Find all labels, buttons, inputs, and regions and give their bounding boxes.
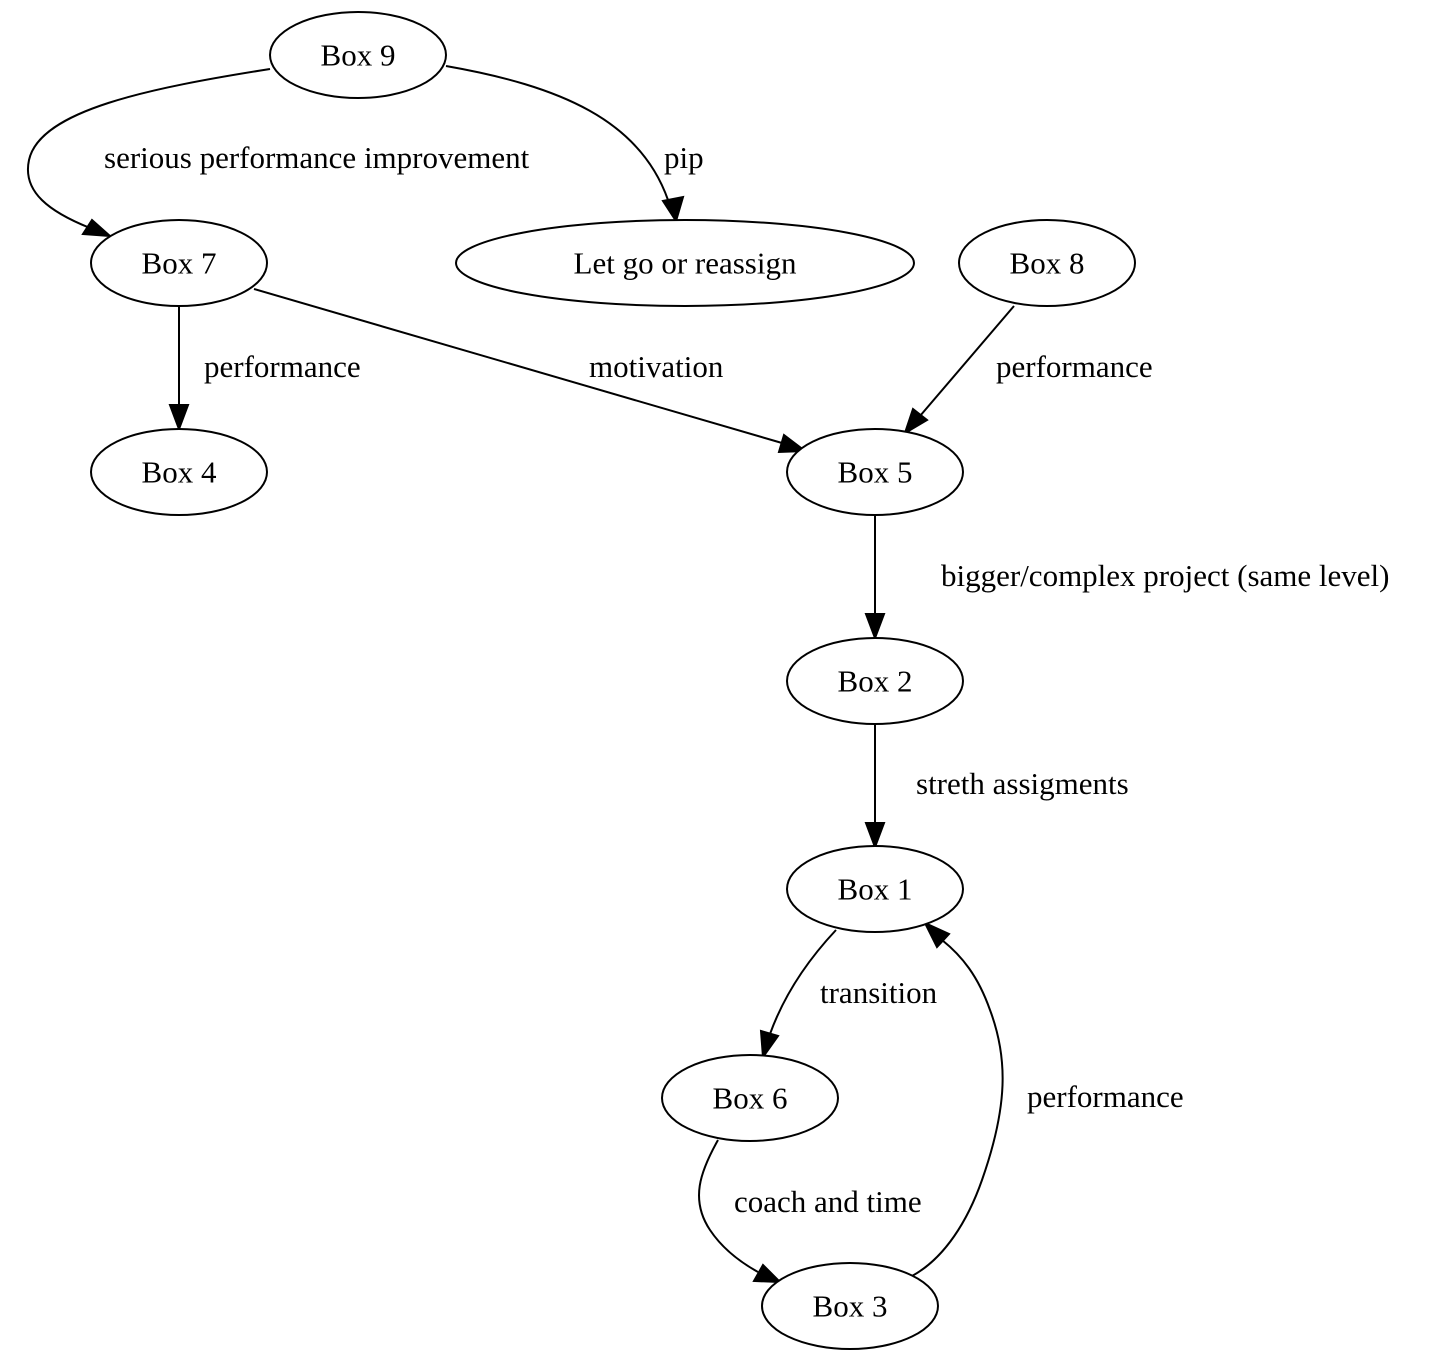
edge-label-box3-box1: performance: [1027, 1079, 1184, 1114]
edge-line: [911, 939, 1004, 1277]
edge-label-box9-box7: serious performance improvement: [104, 140, 530, 175]
node-label: Box 8: [1010, 246, 1085, 281]
node-label: Box 2: [838, 664, 913, 699]
edge-label-box1-box6: transition: [820, 975, 938, 1010]
edge-label-box9-letgo: pip: [664, 140, 704, 175]
node-box6: Box 6: [661, 1054, 839, 1142]
node-label: Box 1: [838, 872, 913, 907]
edge-box8-to-box5: [903, 305, 1015, 436]
node-ellipse: [786, 845, 964, 933]
arrow-head: [864, 613, 886, 641]
node-label: Box 6: [713, 1081, 788, 1116]
node-ellipse: [786, 428, 964, 516]
node-ellipse: [661, 1054, 839, 1142]
edge-box7-to-box4: [168, 307, 190, 432]
edge-box9-to-box7: [26, 68, 271, 238]
node-ellipse: [90, 219, 268, 307]
node-label: Box 3: [813, 1289, 888, 1324]
edge-label-box5-box2: bigger/complex project (same level): [941, 558, 1389, 593]
edge-box9-to-letgo: [445, 65, 685, 224]
node-label: Box 4: [142, 455, 217, 490]
edge-box1-to-box6: [759, 929, 837, 1060]
arrow-head: [777, 433, 808, 454]
edge-label-box7-box5: motivation: [589, 349, 724, 384]
edge-box5-to-box2: [864, 516, 886, 641]
node-box7: Box 7: [90, 219, 268, 307]
node-box8: Box 8: [958, 219, 1136, 307]
edge-box2-to-box1: [864, 725, 886, 850]
node-label: Box 9: [321, 38, 396, 73]
node-box3: Box 3: [761, 1262, 939, 1350]
node-label: Let go or reassign: [574, 246, 797, 281]
edge-box3-to-box1: [911, 920, 1004, 1277]
arrow-head: [759, 1029, 780, 1060]
edge-label-box6-box3: coach and time: [734, 1184, 922, 1219]
edge-label-box2-box1: streth assigments: [916, 766, 1129, 801]
node-box1: Box 1: [786, 845, 964, 933]
edge-line: [769, 929, 837, 1035]
node-ellipse: [958, 219, 1136, 307]
arrow-head: [661, 195, 685, 224]
arrow-head: [168, 404, 190, 432]
node-ellipse: [269, 11, 447, 99]
node-let-go-or-reassign: Let go or reassign: [455, 219, 915, 307]
edge-line: [919, 305, 1015, 417]
arrow-head: [864, 822, 886, 850]
arrow-head: [81, 218, 113, 238]
node-label: Box 5: [838, 455, 913, 490]
node-box9: Box 9: [269, 11, 447, 99]
edge-line: [26, 68, 271, 229]
arrow-head: [922, 920, 951, 949]
edge-line: [698, 1139, 759, 1273]
node-box5: Box 5: [786, 428, 964, 516]
edge-line: [253, 288, 783, 444]
node-ellipse: [455, 219, 915, 307]
edge-label-box8-box5: performance: [996, 349, 1153, 384]
node-ellipse: [761, 1262, 939, 1350]
node-box4: Box 4: [90, 428, 268, 516]
edge-line: [445, 65, 669, 201]
edge-label-box7-box4: performance: [204, 349, 361, 384]
node-ellipse: [90, 428, 268, 516]
arrow-head: [752, 1263, 783, 1284]
edge-box6-to-box3: [698, 1139, 783, 1284]
node-ellipse: [786, 637, 964, 725]
arrow-head: [903, 407, 929, 436]
edge-box7-to-box5: [253, 288, 808, 454]
node-box2: Box 2: [786, 637, 964, 725]
node-label: Box 7: [142, 246, 217, 281]
